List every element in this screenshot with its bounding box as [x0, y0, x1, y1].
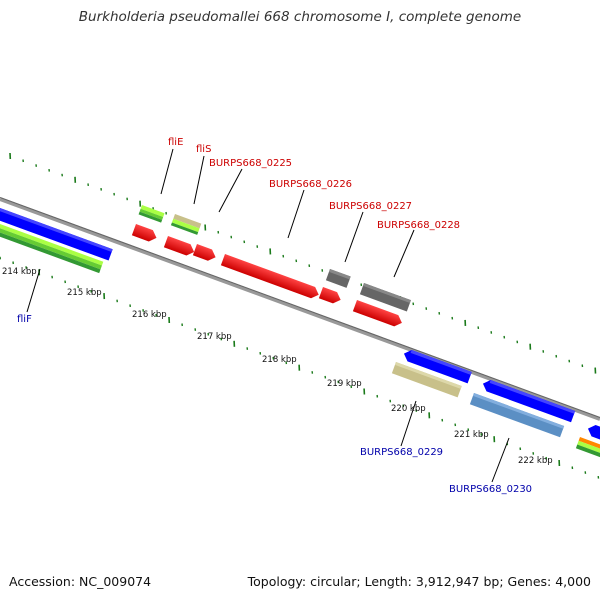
scale-label-222: 222 kbp: [518, 456, 553, 466]
feature-BURPS668_0227[interactable]: [325, 269, 351, 288]
gene-label-BURPS668_0228: BURPS668_0228: [377, 220, 460, 231]
scale-labels: 214 kbp 215 kbp 216 kbp 217 kbp 218 kbp …: [2, 267, 553, 466]
gene-label-BURPS668_0226: BURPS668_0226: [269, 179, 352, 190]
scale-label-217: 217 kbp: [197, 332, 232, 342]
feature-BURPS668_0229[interactable]: [391, 362, 462, 398]
cds-arrow-4[interactable]: [220, 254, 321, 300]
scale-label-221: 221 kbp: [454, 430, 489, 440]
cds-arrow-6[interactable]: [352, 300, 404, 328]
scale-ticks: [0, 152, 600, 479]
genome-summary-text: Topology: circular; Length: 3,912,947 bp…: [247, 574, 591, 589]
gene-labels: fliE fliS BURPS668_0225 BURPS668_0226 BU…: [17, 137, 532, 495]
feature-edge-stack[interactable]: [575, 437, 600, 459]
gene-label-BURPS668_0227: BURPS668_0227: [329, 201, 412, 212]
feature-fliF-blue[interactable]: [0, 208, 113, 261]
scale-label-215: 215 kbp: [67, 288, 102, 298]
callout-lines: [26, 148, 510, 483]
feature-fliS[interactable]: [170, 214, 202, 235]
map-title: Burkholderia pseudomallei 668 chromosome…: [78, 9, 522, 25]
cds-arrow-5[interactable]: [318, 287, 343, 305]
gene-label-BURPS668_0225: BURPS668_0225: [209, 158, 292, 169]
feature-left-green-stack[interactable]: [0, 224, 104, 274]
scale-label-219: 219 kbp: [327, 379, 362, 389]
gene-label-fliS: fliS: [196, 144, 211, 155]
feature-fliE[interactable]: [138, 205, 165, 223]
scale-label-214: 214 kbp: [2, 267, 37, 277]
scale-label-218: 218 kbp: [262, 355, 297, 365]
feature-blue-rev-1[interactable]: [402, 348, 472, 384]
cds-arrow-3[interactable]: [192, 244, 218, 263]
gene-label-fliE: fliE: [168, 137, 183, 148]
accession-text: Accession: NC_009074: [9, 574, 152, 589]
feature-blue-rev-2[interactable]: [481, 378, 576, 423]
gene-label-BURPS668_0230: BURPS668_0230: [449, 484, 532, 495]
gene-label-BURPS668_0229: BURPS668_0229: [360, 447, 443, 458]
cds-arrow-1[interactable]: [131, 224, 159, 244]
scale-label-220: 220 kbp: [391, 404, 426, 414]
scale-label-216: 216 kbp: [132, 310, 167, 320]
feature-edge-blue[interactable]: [586, 423, 600, 445]
feature-BURPS668_0228[interactable]: [359, 283, 411, 312]
cds-arrow-2[interactable]: [163, 236, 196, 258]
gene-label-fliF: fliF: [17, 314, 32, 325]
feature-BURPS668_0230[interactable]: [469, 393, 565, 438]
backbone: [0, 197, 600, 421]
